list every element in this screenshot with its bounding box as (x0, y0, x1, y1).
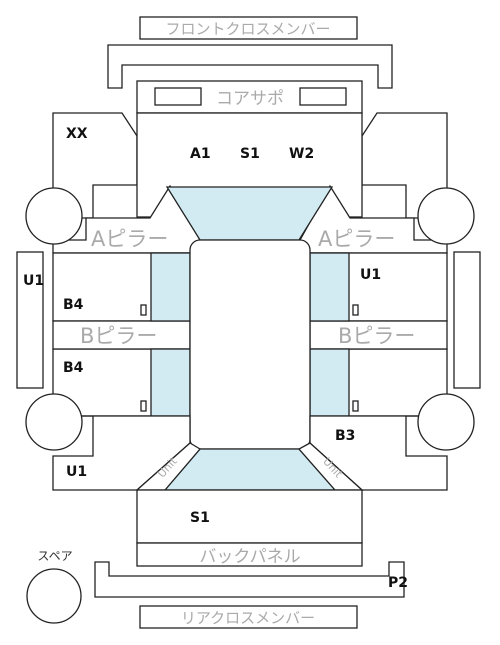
rear-fender-right[interactable] (309, 415, 448, 491)
code-rear-left-corner: U1 (66, 464, 87, 480)
a-pillar-left-label: Aピラー (91, 227, 168, 251)
front-bumper-bracket[interactable] (107, 44, 393, 89)
rear-bumper-bracket[interactable] (94, 561, 405, 598)
code-front-s1: S1 (240, 146, 260, 162)
spare-tire[interactable] (26, 568, 82, 624)
code-left-outer: U1 (23, 273, 44, 289)
code-rear-center: S1 (190, 510, 210, 526)
front-cross-member-label: フロントクロスメンバー (165, 20, 330, 38)
wheel-front-right[interactable] (417, 187, 475, 245)
door-handle-front-left[interactable] (140, 304, 147, 316)
b-pillar-right[interactable] (309, 320, 448, 350)
back-panel[interactable] (136, 542, 363, 567)
b-pillar-left[interactable] (52, 320, 191, 350)
code-front-a1: A1 (190, 146, 211, 162)
trunk[interactable] (136, 489, 363, 544)
code-front-left-corner: XX (66, 126, 88, 142)
door-handle-front-right[interactable] (352, 304, 359, 316)
side-sill-left[interactable] (16, 251, 44, 389)
side-sill-right[interactable] (453, 251, 481, 389)
code-right-rear-door: B3 (335, 428, 355, 444)
code-rear-member: P2 (388, 575, 408, 591)
code-right-front-door: U1 (360, 267, 381, 283)
headlight-right[interactable] (299, 87, 347, 106)
spare-label: スペア (37, 549, 72, 563)
b-pillar-right-label: Bピラー (338, 324, 415, 348)
rear-cross-member-box[interactable] (139, 605, 358, 629)
back-panel-label: バックパネル (199, 547, 300, 567)
side-window-rear-left[interactable] (150, 348, 191, 417)
code-front-w2: W2 (289, 146, 314, 162)
side-window-front-left[interactable] (150, 252, 191, 322)
wheel-rear-right[interactable] (417, 393, 475, 451)
code-left-front-door: B4 (63, 297, 84, 313)
a-pillar-right-label: Aピラー (318, 227, 395, 251)
front-cross-member-box[interactable] (139, 16, 358, 40)
headlight-left[interactable] (154, 87, 202, 106)
side-window-front-right[interactable] (309, 252, 350, 322)
side-window-rear-right[interactable] (309, 348, 350, 417)
door-handle-rear-left[interactable] (140, 400, 147, 412)
roof[interactable] (189, 239, 311, 450)
b-pillar-left-label: Bピラー (80, 324, 157, 348)
wheel-front-left[interactable] (25, 187, 83, 245)
rear-cross-member-label: リアクロスメンバー (181, 609, 315, 627)
core-support-label: コアサポ (216, 89, 284, 109)
wheel-rear-left[interactable] (25, 393, 83, 451)
door-handle-rear-right[interactable] (352, 400, 359, 412)
rear-fender-left[interactable] (52, 415, 191, 491)
code-left-rear-door: B4 (63, 360, 84, 376)
